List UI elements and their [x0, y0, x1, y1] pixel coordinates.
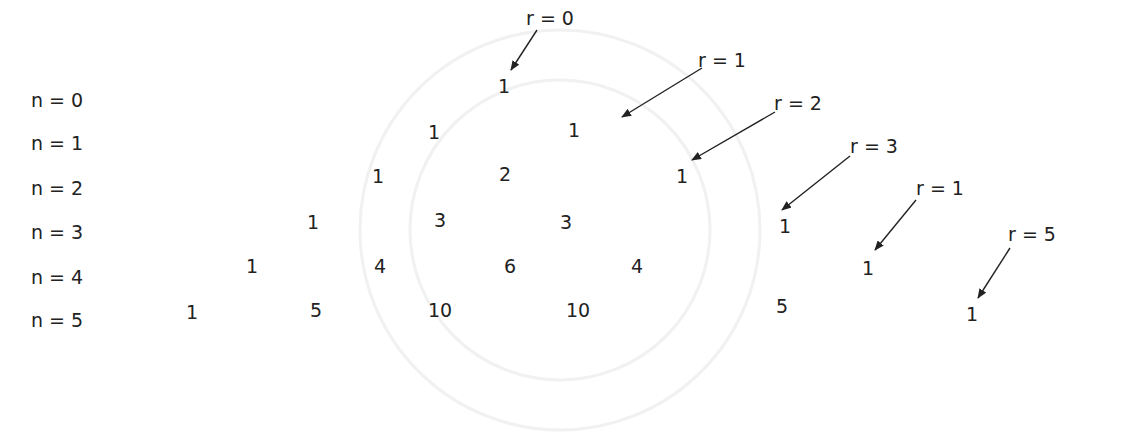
triangle-entry: 3 [434, 211, 446, 230]
row-label: n = 5 [31, 311, 83, 330]
watermark-emblem [360, 30, 760, 430]
triangle-entry: 10 [428, 301, 452, 320]
triangle-entry: 1 [428, 123, 440, 142]
triangle-entry: 1 [779, 217, 791, 236]
leader-arrow [782, 156, 850, 210]
triangle-entry: 1 [372, 167, 384, 186]
r-label: r = 3 [850, 137, 898, 156]
leader-arrow [622, 68, 702, 117]
r-label: r = 1 [916, 179, 964, 198]
triangle-entry: 4 [631, 257, 643, 276]
leader-arrow [875, 200, 916, 250]
row-label: n = 2 [31, 179, 83, 198]
triangle-entry: 4 [374, 257, 386, 276]
leader-arrow [692, 112, 775, 160]
triangle-entry: 1 [498, 77, 510, 96]
leader-arrow [511, 30, 537, 70]
r-label: r = 2 [774, 94, 822, 113]
leader-arrow [978, 248, 1010, 298]
r-label: r = 0 [526, 9, 574, 28]
triangle-entry: 2 [499, 165, 511, 184]
triangle-entry: 1 [568, 121, 580, 140]
row-label: n = 1 [31, 134, 83, 153]
row-label: n = 3 [31, 223, 83, 242]
triangle-entry: 3 [560, 213, 572, 232]
triangle-entry: 1 [307, 213, 319, 232]
r-label: r = 5 [1008, 225, 1056, 244]
triangle-entry: 1 [676, 167, 688, 186]
triangle-entry: 10 [566, 301, 590, 320]
row-label: n = 0 [31, 91, 83, 110]
triangle-entry: 1 [862, 259, 874, 278]
triangle-entry: 5 [310, 301, 322, 320]
r-label: r = 1 [698, 51, 746, 70]
triangle-entry: 1 [966, 305, 978, 324]
triangle-entry: 1 [246, 257, 258, 276]
triangle-entry: 5 [776, 297, 788, 316]
row-label: n = 4 [31, 268, 83, 287]
triangle-entry: 1 [186, 303, 198, 322]
triangle-entry: 6 [504, 257, 516, 276]
